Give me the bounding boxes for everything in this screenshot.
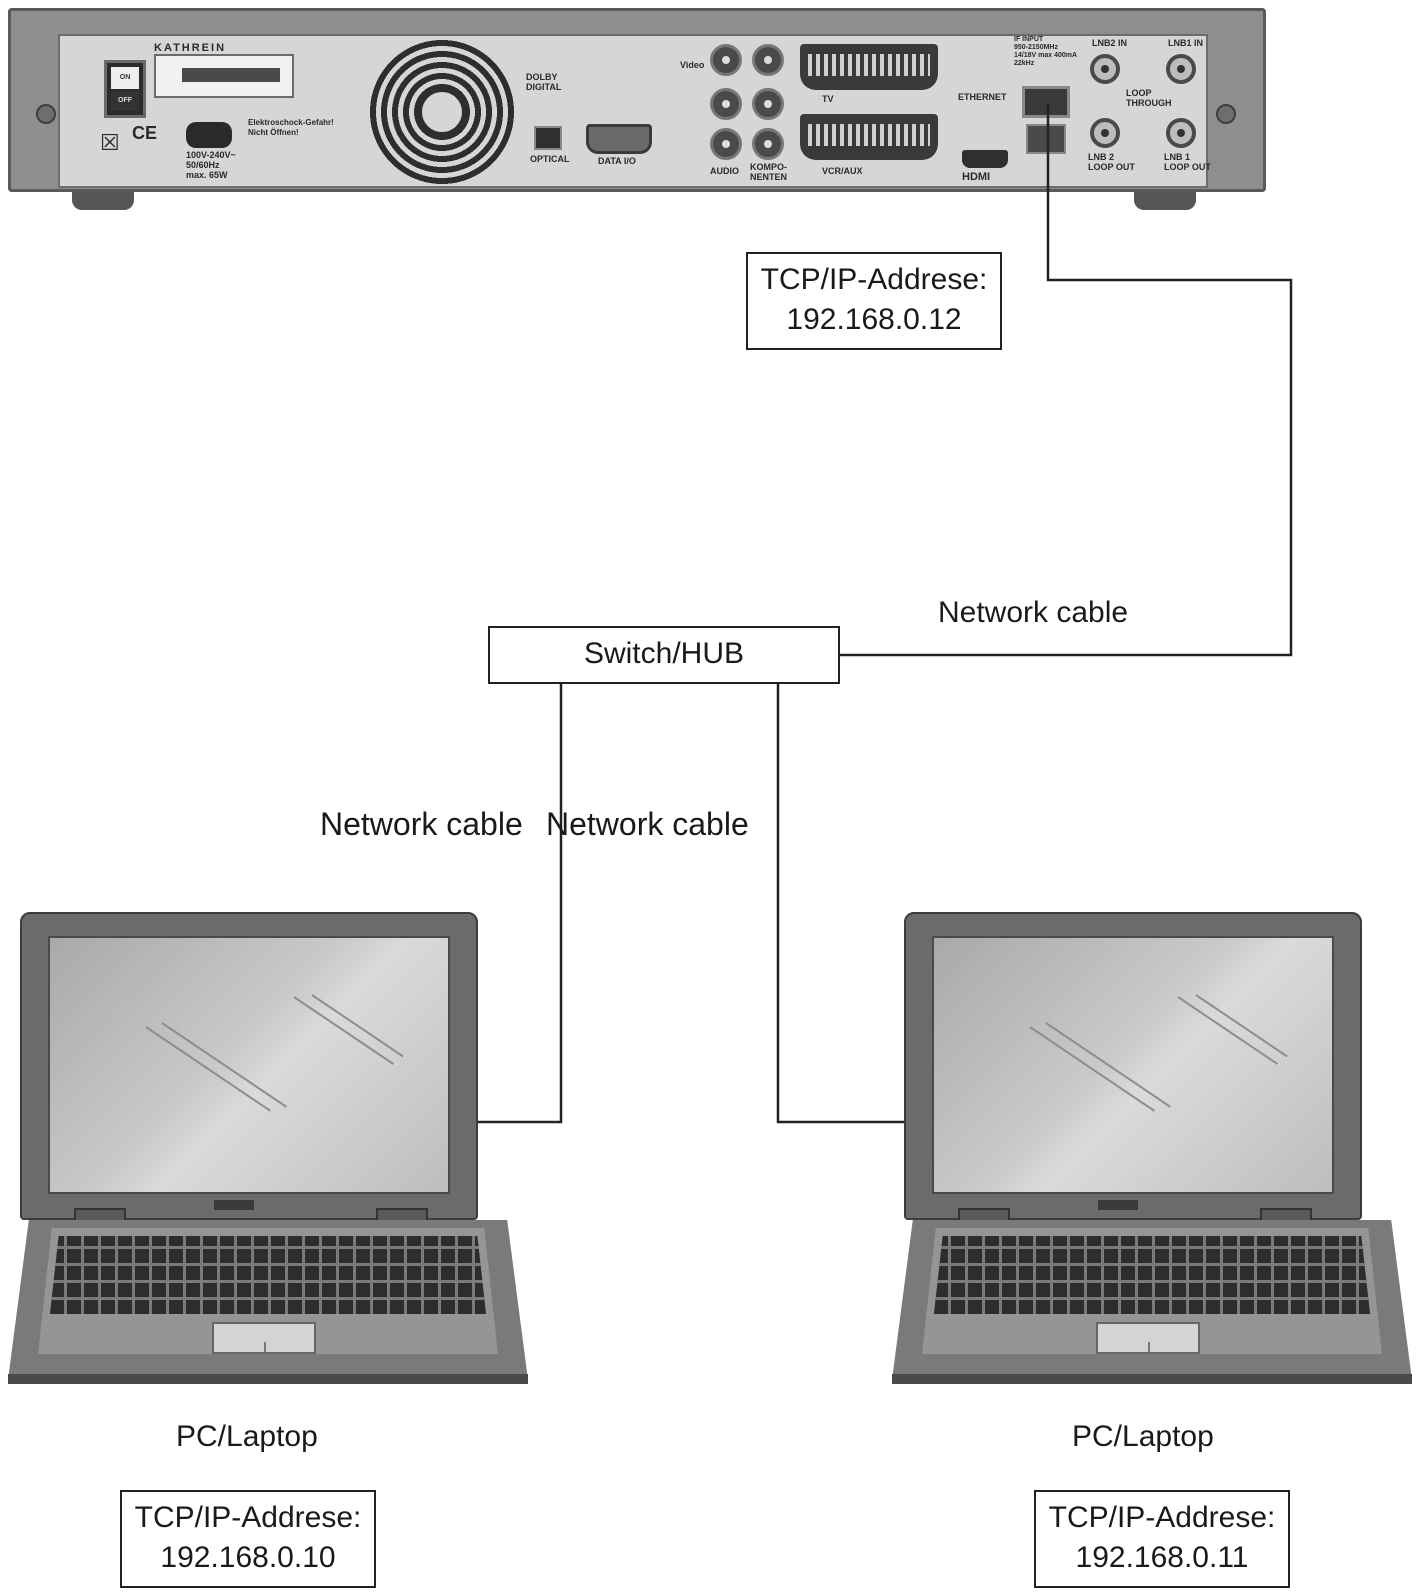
- audio-label: AUDIO: [710, 166, 739, 176]
- scart-vcr-label: VCR/AUX: [822, 166, 863, 176]
- lnb2-out-connector: [1090, 118, 1120, 148]
- cable-label-pc2: Network cable: [546, 806, 749, 842]
- lnb2-loop-out-label: LNB 2 LOOP OUT: [1088, 152, 1135, 172]
- lnb1-in-label: LNB1 IN: [1168, 38, 1204, 48]
- dolby-logo: DOLBY DIGITAL: [526, 72, 562, 92]
- lnb1-out-connector: [1166, 118, 1196, 148]
- receiver-display: [154, 54, 294, 98]
- power-switch-off: OFF: [111, 91, 139, 111]
- receiver-address-label: TCP/IP-Addrese:: [760, 263, 988, 296]
- pc2-address-value: 192.168.0.11: [1075, 1541, 1249, 1574]
- cable-label-pc1: Network cable: [320, 806, 523, 842]
- switch-hub-label: Switch/HUB: [583, 637, 745, 670]
- data-port: [586, 124, 652, 154]
- switch-hub-box: Switch/HUB: [488, 626, 840, 684]
- pc2-address-label: TCP/IP-Addrese:: [1048, 1501, 1276, 1534]
- receiver-brand: KATHREIN: [154, 42, 227, 54]
- component-pr-jack: [752, 128, 784, 160]
- lnb1-in-connector: [1166, 54, 1196, 84]
- pc1-address-box: TCP/IP-Addrese: 192.168.0.10: [120, 1490, 376, 1588]
- pc1-label: PC/Laptop: [176, 1420, 318, 1453]
- webcam-icon: [1098, 1200, 1138, 1210]
- component-y-jack: [752, 44, 784, 76]
- cooling-fan: [368, 38, 516, 186]
- lnb2-in-label: LNB2 IN: [1092, 38, 1128, 48]
- pc2-address-box: TCP/IP-Addrese: 192.168.0.11: [1034, 1490, 1290, 1588]
- component-label: KOMPO- NENTEN: [750, 162, 788, 182]
- laptop-edge: [8, 1374, 528, 1384]
- laptop-touchpad: [212, 1322, 316, 1354]
- hdmi-label: HDMI: [962, 171, 991, 183]
- laptop-2: [892, 912, 1412, 1388]
- laptop-screen: [48, 936, 450, 1194]
- cable-label-receiver: Network cable: [938, 596, 1129, 629]
- audio-left-jack: [710, 88, 742, 120]
- power-switch: ON OFF: [104, 60, 146, 118]
- scart-vcr-port: [800, 114, 938, 160]
- scart-tv-port: [800, 44, 938, 90]
- optical-port: [534, 126, 562, 150]
- receiver-foot-right: [1134, 192, 1196, 210]
- data-port-label: DATA I/O: [598, 156, 636, 166]
- power-socket: [186, 122, 232, 148]
- ethernet-port: [1022, 86, 1070, 118]
- video-label: Video: [680, 60, 705, 70]
- receiver-address-value: 192.168.0.12: [786, 303, 962, 336]
- audio-right-jack: [710, 128, 742, 160]
- scart-tv-label: TV: [822, 94, 834, 104]
- receiver-address-box: TCP/IP-Addrese: 192.168.0.12: [746, 252, 1002, 350]
- screw-icon: [1216, 104, 1236, 124]
- laptop-keyboard: [934, 1236, 1370, 1314]
- power-spec: 100V-240V~ 50/60Hz max. 65W: [186, 150, 236, 180]
- laptop-1: [8, 912, 528, 1388]
- if-input-label: IF INPUT 950-2150MHz 14/18V max 400mA 22…: [1014, 36, 1078, 67]
- ethernet-label: ETHERNET: [958, 92, 1007, 102]
- pc1-address-label: TCP/IP-Addrese:: [134, 1501, 362, 1534]
- laptop-keyboard: [50, 1236, 486, 1314]
- usb-ports: [1026, 124, 1066, 154]
- laptop-lid: [20, 912, 478, 1220]
- weee-bin-icon: ☒: [100, 130, 120, 155]
- satellite-receiver: KATHREIN ON OFF 100V-240V~ 50/60Hz max. …: [8, 8, 1266, 214]
- pc2-label: PC/Laptop: [1072, 1420, 1214, 1453]
- receiver-foot-left: [72, 192, 134, 210]
- laptop-edge: [892, 1374, 1412, 1384]
- video-jack: [710, 44, 742, 76]
- optical-label: OPTICAL: [530, 154, 570, 164]
- component-pb-jack: [752, 88, 784, 120]
- webcam-icon: [214, 1200, 254, 1210]
- laptop-screen: [932, 936, 1334, 1194]
- laptop-lid: [904, 912, 1362, 1220]
- hdmi-port: [962, 150, 1008, 168]
- lnb2-in-connector: [1090, 54, 1120, 84]
- shock-warning: Elektroschock-Gefahr! Nicht Öffnen!: [248, 118, 334, 137]
- laptop-touchpad: [1096, 1322, 1200, 1354]
- loop-through-label: LOOP THROUGH: [1126, 88, 1172, 108]
- ce-mark-icon: CE: [132, 123, 158, 143]
- lnb1-loop-out-label: LNB 1 LOOP OUT: [1164, 152, 1211, 172]
- pc1-address-value: 192.168.0.10: [160, 1541, 336, 1574]
- power-switch-on: ON: [111, 67, 139, 89]
- screw-icon: [36, 104, 56, 124]
